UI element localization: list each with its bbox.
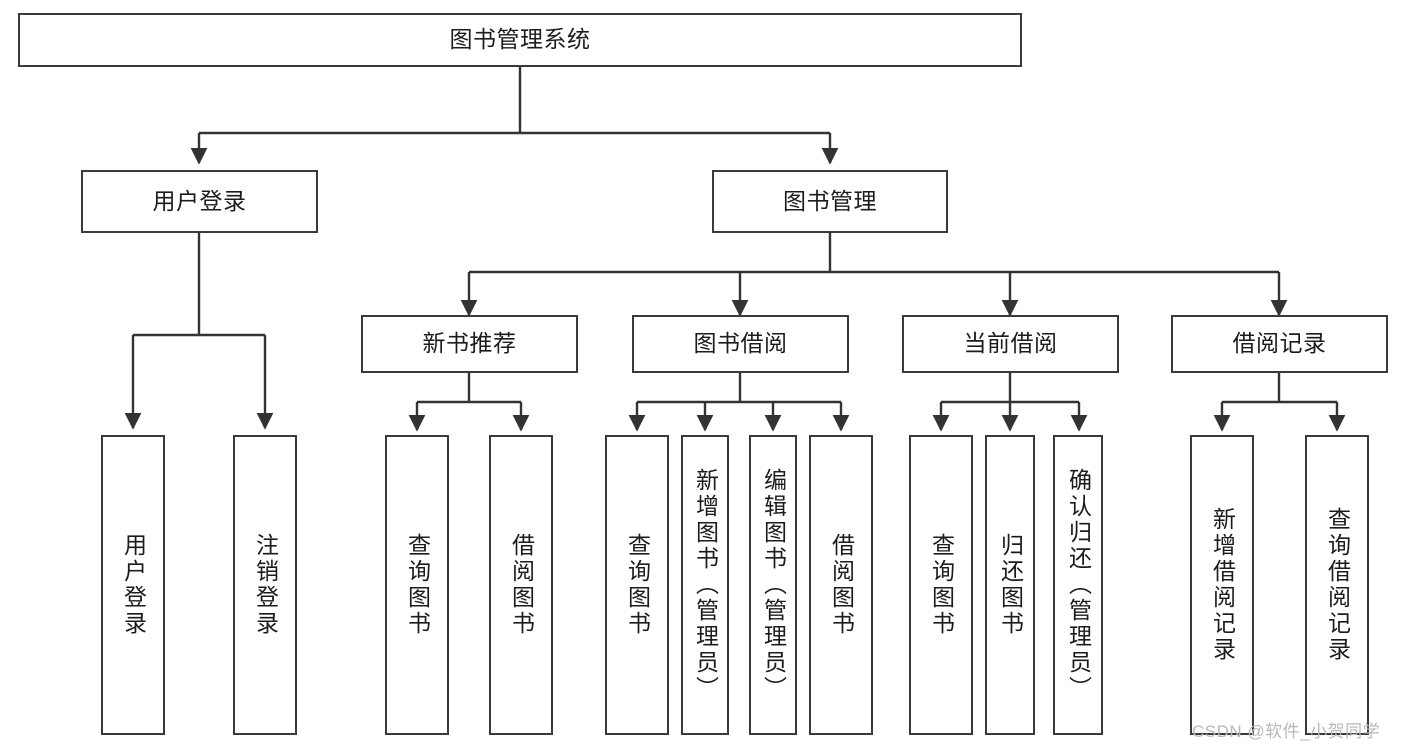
leaf-user-login[interactable]: 用户登录: [101, 435, 165, 735]
leaf-query-borrow-record[interactable]: 查询借阅记录: [1305, 435, 1369, 735]
node-label: 借阅图书: [508, 533, 535, 637]
leaf-return-book[interactable]: 归还图书: [985, 435, 1035, 735]
node-label: 注销登录: [252, 533, 279, 637]
node-label: 查询图书: [404, 533, 431, 637]
leaf-confirm-return-admin[interactable]: 确认归还（管理员）: [1053, 435, 1103, 735]
leaf-borrow-book-borrow[interactable]: 借阅图书: [809, 435, 873, 735]
node-user-login[interactable]: 用户登录: [81, 170, 318, 233]
node-label: 当前借阅: [963, 330, 1058, 357]
node-label: 图书借阅: [693, 330, 788, 357]
node-label: 查询图书: [928, 533, 955, 637]
node-label: 新书推荐: [422, 330, 517, 357]
node-book-management[interactable]: 图书管理: [712, 170, 948, 233]
node-label: 用户登录: [152, 187, 247, 214]
leaf-borrow-book-newbook[interactable]: 借阅图书: [489, 435, 553, 735]
node-new-book-recommend[interactable]: 新书推荐: [361, 315, 578, 373]
node-label: 借阅记录: [1232, 330, 1327, 357]
leaf-query-book-newbook[interactable]: 查询图书: [385, 435, 449, 735]
node-label: 查询借阅记录: [1324, 507, 1351, 663]
node-label: 图书管理系统: [449, 26, 591, 53]
node-current-borrow[interactable]: 当前借阅: [902, 315, 1119, 373]
node-label: 归还图书: [997, 533, 1024, 637]
watermark-text: CSDN @软件_小贺同学: [1192, 722, 1381, 741]
node-label: 图书管理: [783, 187, 877, 214]
node-label: 编辑图书（管理员）: [760, 468, 787, 702]
node-label: 查询图书: [624, 533, 651, 637]
node-label: 新增借阅记录: [1209, 507, 1236, 663]
leaf-logout[interactable]: 注销登录: [233, 435, 297, 735]
node-label: 借阅图书: [828, 533, 855, 637]
node-label: 确认归还（管理员）: [1065, 468, 1092, 702]
node-label: 新增图书（管理员）: [692, 468, 719, 702]
node-label: 用户登录: [120, 533, 147, 637]
node-borrow-record[interactable]: 借阅记录: [1171, 315, 1388, 373]
node-root-system[interactable]: 图书管理系统: [18, 13, 1022, 67]
leaf-add-borrow-record[interactable]: 新增借阅记录: [1190, 435, 1254, 735]
leaf-add-book-admin[interactable]: 新增图书（管理员）: [681, 435, 729, 735]
leaf-edit-book-admin[interactable]: 编辑图书（管理员）: [749, 435, 797, 735]
leaf-query-book-borrow[interactable]: 查询图书: [605, 435, 669, 735]
leaf-query-book-current[interactable]: 查询图书: [909, 435, 973, 735]
node-book-borrow[interactable]: 图书借阅: [632, 315, 849, 373]
